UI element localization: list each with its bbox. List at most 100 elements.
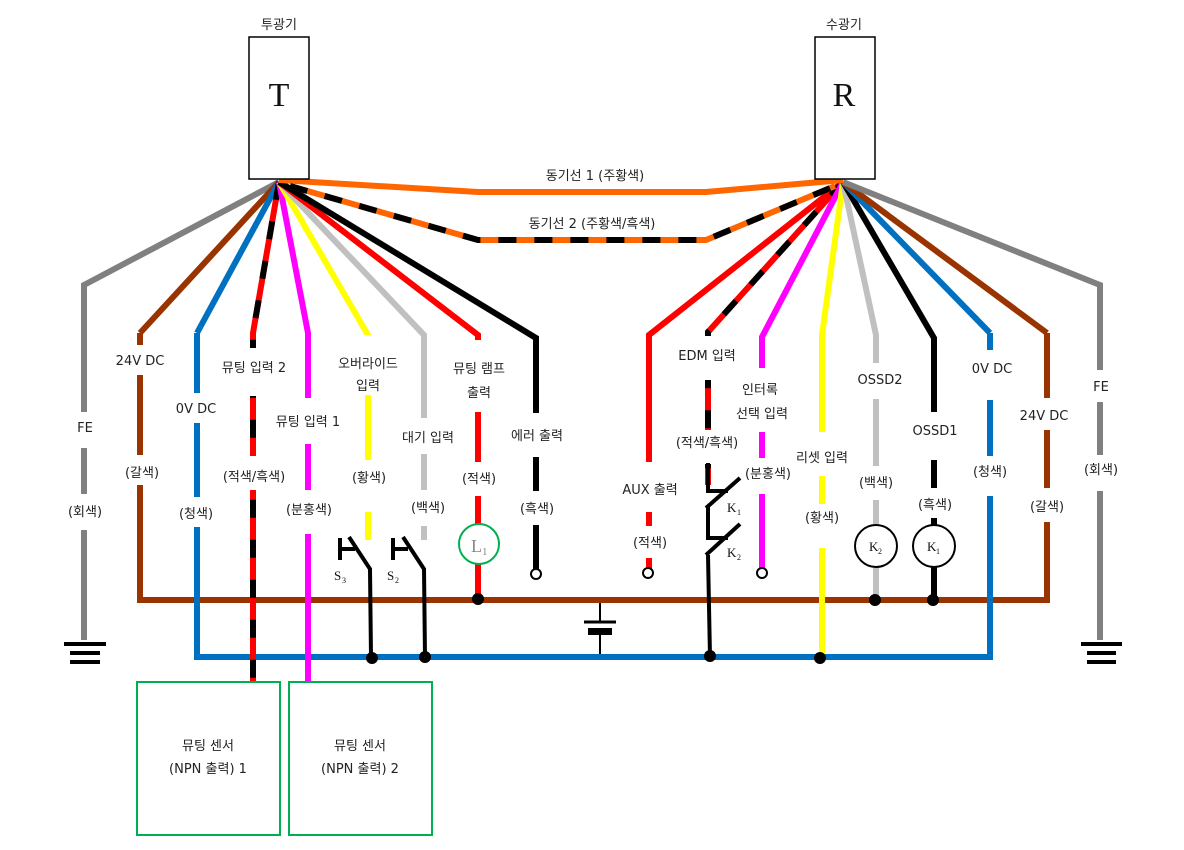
svg-text:대기 입력: 대기 입력 [402, 431, 454, 446]
terminal-interlock [756, 567, 768, 579]
svg-text:2: 2 [878, 547, 882, 556]
muting-sensor-1: 뮤팅 센서 (NPN 출력) 1 [136, 681, 281, 836]
svg-text:(백색): (백색) [411, 501, 445, 516]
svg-text:K: K [869, 539, 879, 554]
svg-text:(황색): (황색) [352, 471, 386, 486]
wire-muting1 [276, 181, 311, 685]
wire-ossd2 [840, 181, 879, 600]
receiver-unit: 수광기 R [814, 18, 876, 180]
svg-text:(분홍색): (분홍색) [745, 467, 791, 482]
sync-line-1 [278, 177, 844, 195]
switch-s2-icon [391, 535, 427, 658]
svg-text:(적색): (적색) [633, 536, 667, 551]
edm-contacts-icon [704, 463, 742, 658]
receiver-wire-labels: AUX 출력 (적색) EDM 입력 (적색/흑색) 인터록 선택 입력 (분홍… [622, 349, 1118, 551]
svg-text:3: 3 [342, 576, 346, 585]
wire-muting2 [250, 181, 282, 685]
svg-text:선택 입력: 선택 입력 [736, 407, 788, 422]
svg-text:24V DC: 24V DC [1020, 409, 1069, 424]
svg-text:(회색): (회색) [68, 505, 102, 520]
svg-text:출력: 출력 [467, 386, 491, 401]
svg-text:뮤팅 입력 1: 뮤팅 입력 1 [276, 415, 340, 430]
wire-24v-left-fan [137, 179, 282, 336]
svg-text:인터록: 인터록 [742, 383, 778, 398]
svg-text:0V DC: 0V DC [972, 362, 1012, 377]
svg-text:(흑색): (흑색) [918, 498, 952, 513]
svg-text:2: 2 [395, 576, 399, 585]
emitter-title: 투광기 [261, 18, 297, 33]
svg-text:FE: FE [1093, 380, 1109, 395]
svg-text:입력: 입력 [356, 379, 380, 394]
svg-text:(청색): (청색) [973, 465, 1007, 480]
svg-text:뮤팅 센서: 뮤팅 센서 [334, 739, 386, 754]
contact-k1-label: K [727, 500, 737, 515]
svg-text:(갈색): (갈색) [1030, 500, 1064, 515]
svg-text:K: K [927, 539, 937, 554]
svg-text:(흑색): (흑색) [520, 502, 554, 517]
svg-text:(청색): (청색) [179, 507, 213, 522]
sync-line-2-label: 동기선 2 (주황색/흑색) [529, 217, 656, 232]
svg-text:리셋 입력: 리셋 입력 [796, 451, 848, 466]
muting-sensor-2: 뮤팅 센서 (NPN 출력) 2 [288, 681, 433, 836]
svg-text:뮤팅 센서: 뮤팅 센서 [182, 739, 234, 754]
contact-k2-label: K [727, 545, 737, 560]
ground-icon-right [1081, 642, 1122, 664]
svg-text:EDM 입력: EDM 입력 [678, 349, 736, 364]
svg-text:(NPN 출력) 2: (NPN 출력) 2 [321, 762, 399, 777]
svg-text:1: 1 [936, 547, 940, 556]
svg-text:오버라이드: 오버라이드 [338, 357, 398, 372]
wire-0v-right-fan [840, 179, 993, 336]
wire-fe-right [841, 179, 1103, 640]
receiver-letter: R [833, 77, 856, 114]
svg-text:1: 1 [482, 546, 488, 558]
svg-text:(황색): (황색) [805, 511, 839, 526]
relay-coil-k1-icon: K 1 [912, 524, 956, 568]
terminal-aux-out [642, 567, 654, 579]
terminal-error-out [530, 568, 542, 580]
svg-text:OSSD2: OSSD2 [857, 373, 902, 388]
sync-line-2 [289, 183, 837, 243]
emitter-unit: 투광기 T [248, 18, 310, 180]
junction-dots [366, 593, 939, 664]
svg-text:에러 출력: 에러 출력 [511, 429, 563, 444]
svg-text:2: 2 [737, 553, 741, 562]
svg-text:1: 1 [737, 508, 741, 517]
wire-reset [819, 181, 846, 657]
switch-s3-label: S [334, 568, 341, 583]
svg-text:(적색/흑색): (적색/흑색) [223, 470, 285, 485]
switch-s3-icon [338, 535, 373, 658]
open-terminals [530, 567, 768, 580]
battery-icon [584, 603, 616, 654]
wire-muting2-stripe [250, 181, 282, 685]
label-gaps [70, 335, 1116, 558]
svg-text:뮤팅 램프: 뮤팅 램프 [453, 362, 505, 377]
svg-text:L: L [471, 536, 482, 556]
relay-coil-k2-icon: K 2 [854, 524, 898, 568]
sync-line-1-label: 동기선 1 (주황색) [546, 169, 644, 184]
svg-text:(NPN 출력) 1: (NPN 출력) 1 [169, 762, 247, 777]
wire-standby [276, 179, 427, 540]
wire-edm-stripe [705, 179, 846, 485]
svg-text:(적색/흑색): (적색/흑색) [676, 436, 738, 451]
svg-text:(갈색): (갈색) [125, 466, 159, 481]
svg-text:(적색): (적색) [462, 472, 496, 487]
svg-text:(백색): (백색) [859, 476, 893, 491]
svg-text:AUX 출력: AUX 출력 [622, 483, 677, 498]
emitter-wire-labels: FE (회색) 24V DC (갈색) 0V DC (청색) 뮤팅 입력 2 (… [68, 354, 563, 522]
receiver-title: 수광기 [826, 18, 862, 33]
ground-icon-left [64, 642, 106, 664]
wire-24v-right-fan [841, 179, 1049, 336]
wire-0v-left-fan [194, 180, 282, 335]
svg-text:(분홍색): (분홍색) [286, 503, 332, 518]
switch-s2-label: S [387, 568, 394, 583]
svg-text:OSSD1: OSSD1 [912, 424, 957, 439]
svg-text:(회색): (회색) [1084, 463, 1118, 478]
muting-lamp-icon: L 1 [458, 523, 500, 565]
svg-text:FE: FE [77, 421, 93, 436]
svg-text:24V DC: 24V DC [116, 354, 165, 369]
wire-muting-lamp [277, 179, 481, 600]
svg-text:뮤팅 입력 2: 뮤팅 입력 2 [222, 361, 286, 376]
emitter-letter: T [269, 77, 290, 114]
svg-text:0V DC: 0V DC [176, 402, 216, 417]
